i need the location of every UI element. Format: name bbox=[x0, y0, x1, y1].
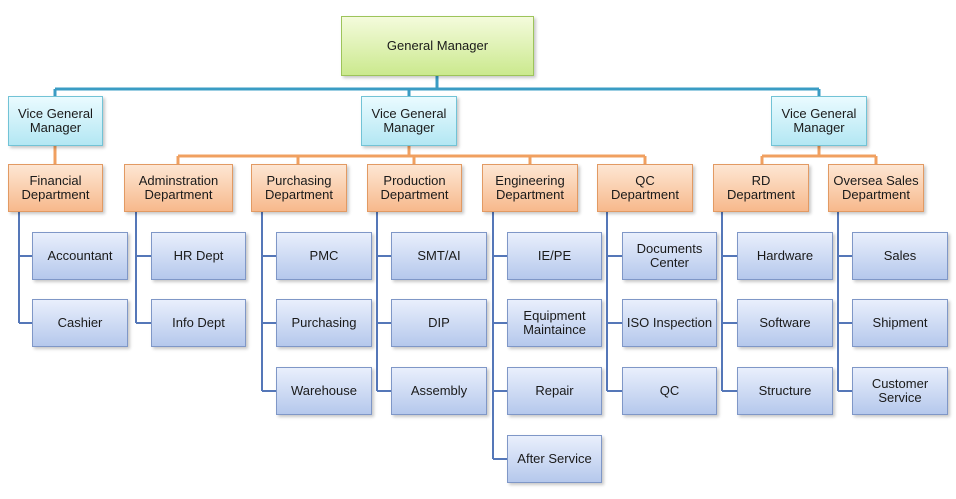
unit-documents-center: Documents Center bbox=[622, 232, 717, 280]
unit-label: Customer Service bbox=[871, 376, 929, 405]
department-engineering: Engineering Department bbox=[482, 164, 578, 212]
unit-dip: DIP bbox=[391, 299, 487, 347]
unit-label: Equipment Maintaince bbox=[523, 308, 586, 337]
unit-equipment-maintenance: Equipment Maintaince bbox=[507, 299, 602, 347]
unit-label: After Service bbox=[517, 451, 592, 466]
unit-label: Info Dept bbox=[172, 315, 225, 330]
tree-rd bbox=[721, 212, 737, 392]
unit-after-service: After Service bbox=[507, 435, 602, 483]
vgm2-connector bbox=[176, 146, 647, 164]
unit-label: HR Dept bbox=[173, 248, 224, 263]
vice-manager-label: Vice General Manager bbox=[781, 106, 857, 135]
department-purchasing: Purchasing Department bbox=[251, 164, 347, 212]
unit-shipment: Shipment bbox=[852, 299, 948, 347]
unit-label: IE/PE bbox=[537, 248, 572, 263]
tree-purchasing bbox=[261, 212, 276, 392]
unit-info-dept: Info Dept bbox=[151, 299, 246, 347]
unit-hr-dept: HR Dept bbox=[151, 232, 246, 280]
tree-financial bbox=[18, 212, 32, 324]
unit-purchasing: Purchasing bbox=[276, 299, 372, 347]
unit-label: Warehouse bbox=[291, 383, 357, 398]
general-manager-label: General Manager bbox=[386, 38, 489, 53]
department-administration: Adminstration Department bbox=[124, 164, 233, 212]
vice-manager-box-1: Vice General Manager bbox=[8, 96, 103, 146]
unit-label: PMC bbox=[309, 248, 339, 263]
unit-iso-inspection: ISO Inspection bbox=[622, 299, 717, 347]
department-financial: Financial Department bbox=[8, 164, 103, 212]
department-label: RD Department bbox=[727, 173, 795, 202]
unit-label: Cashier bbox=[57, 315, 103, 330]
unit-warehouse: Warehouse bbox=[276, 367, 372, 415]
department-rd: RD Department bbox=[713, 164, 809, 212]
unit-label: Sales bbox=[883, 248, 917, 263]
department-qc: QC Department bbox=[597, 164, 693, 212]
unit-label: ISO Inspection bbox=[626, 315, 713, 330]
unit-label: DIP bbox=[428, 315, 450, 330]
department-label: Financial Department bbox=[21, 173, 90, 202]
unit-accountant: Accountant bbox=[32, 232, 128, 280]
unit-assembly: Assembly bbox=[391, 367, 487, 415]
tree-engineering bbox=[492, 212, 507, 460]
unit-label: Assembly bbox=[410, 383, 468, 398]
vice-manager-box-3: Vice General Manager bbox=[771, 96, 867, 146]
general-manager-box: General Manager bbox=[341, 16, 534, 76]
department-label: Oversea Sales Department bbox=[833, 173, 919, 202]
department-production: Production Department bbox=[367, 164, 462, 212]
unit-label: SMT/AI bbox=[417, 248, 461, 263]
vice-manager-label: Vice General Manager bbox=[371, 106, 447, 135]
unit-label: Documents Center bbox=[636, 241, 703, 270]
gm-connector bbox=[53, 76, 821, 96]
unit-label: QC bbox=[659, 383, 680, 398]
unit-structure: Structure bbox=[737, 367, 833, 415]
vice-manager-box-2: Vice General Manager bbox=[361, 96, 457, 146]
unit-ie-pe: IE/PE bbox=[507, 232, 602, 280]
tree-qc bbox=[606, 212, 622, 392]
department-oversea-sales: Oversea Sales Department bbox=[828, 164, 924, 212]
vice-manager-label: Vice General Manager bbox=[18, 106, 93, 135]
unit-label: Accountant bbox=[47, 248, 113, 263]
department-label: Adminstration Department bbox=[138, 173, 219, 202]
unit-label: Software bbox=[759, 315, 811, 330]
tree-production bbox=[376, 212, 391, 392]
unit-label: Purchasing bbox=[291, 315, 357, 330]
unit-label: Repair bbox=[535, 383, 574, 398]
unit-smt-ai: SMT/AI bbox=[391, 232, 487, 280]
unit-label: Shipment bbox=[872, 315, 928, 330]
unit-repair: Repair bbox=[507, 367, 602, 415]
unit-cashier: Cashier bbox=[32, 299, 128, 347]
unit-software: Software bbox=[737, 299, 833, 347]
tree-sales bbox=[837, 212, 852, 392]
department-label: Engineering Department bbox=[495, 173, 565, 202]
department-label: Production Department bbox=[380, 173, 449, 202]
unit-sales: Sales bbox=[852, 232, 948, 280]
department-label: Purchasing Department bbox=[265, 173, 333, 202]
unit-qc: QC bbox=[622, 367, 717, 415]
unit-label: Hardware bbox=[756, 248, 814, 263]
unit-customer-service: Customer Service bbox=[852, 367, 948, 415]
unit-pmc: PMC bbox=[276, 232, 372, 280]
unit-hardware: Hardware bbox=[737, 232, 833, 280]
unit-label: Structure bbox=[758, 383, 812, 398]
department-label: QC Department bbox=[611, 173, 679, 202]
vgm3-connector bbox=[760, 146, 878, 164]
tree-admin bbox=[135, 212, 151, 324]
